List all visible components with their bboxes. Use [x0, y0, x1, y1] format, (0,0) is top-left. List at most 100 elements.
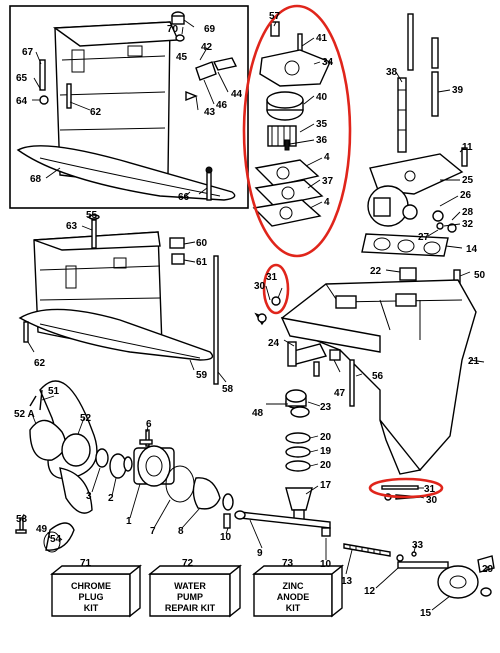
- callout-41: 41: [316, 33, 328, 44]
- highlight-water-pump: [242, 4, 352, 258]
- callout-11: 11: [462, 142, 473, 153]
- callout-45: 45: [176, 52, 188, 63]
- kit-water-line2: PUMP: [177, 592, 203, 602]
- callout-53: 53: [16, 514, 28, 525]
- propeller: [29, 380, 98, 514]
- callout-62-inset: 62: [90, 107, 102, 118]
- callout-17: 17: [320, 480, 332, 491]
- callout-10-right: 10: [320, 559, 332, 570]
- callout-12: 12: [364, 586, 376, 597]
- callout-39: 39: [452, 85, 464, 96]
- propshaft-parts: [234, 510, 495, 599]
- callout-51: 51: [48, 386, 60, 397]
- kit-water-pump: WATER PUMP REPAIR KIT: [148, 564, 242, 618]
- callout-36: 36: [316, 135, 328, 146]
- leader-lines: [21, 19, 489, 611]
- callout-labels: 70 69 42 45 44 46 43 67 65 64 62 68 66 5…: [14, 11, 494, 619]
- highlight-screw-top: [254, 296, 281, 326]
- callout-35: 35: [316, 119, 328, 130]
- callout-67: 67: [22, 47, 34, 58]
- callout-6: 6: [146, 419, 152, 430]
- callout-22: 22: [370, 266, 382, 277]
- highlight-screw-31-bottom: [368, 477, 444, 499]
- kit-zinc-line3: KIT: [286, 603, 301, 613]
- callout-19: 19: [320, 446, 332, 457]
- prop-hardware: [15, 429, 234, 553]
- callout-43: 43: [204, 107, 216, 118]
- kit-chrome-line2: PLUG: [78, 592, 103, 602]
- callout-26: 26: [460, 190, 472, 201]
- callout-57: 57: [269, 11, 281, 22]
- shift-parts: [285, 341, 355, 521]
- callout-71: 71: [80, 558, 92, 569]
- kit-chrome: CHROME PLUG KIT: [50, 564, 142, 618]
- callout-2: 2: [108, 493, 114, 504]
- gearcase-middle: [18, 214, 219, 385]
- callout-44: 44: [231, 89, 243, 100]
- callout-49: 49: [36, 524, 48, 535]
- callout-15: 15: [420, 608, 432, 619]
- callout-32: 32: [462, 219, 474, 230]
- callout-72: 72: [182, 558, 194, 569]
- callout-4-top: 4: [324, 152, 330, 163]
- callout-68: 68: [30, 174, 42, 185]
- callout-3: 3: [86, 491, 92, 502]
- callout-54: 54: [50, 534, 62, 545]
- kit-chrome-line3: KIT: [84, 603, 99, 613]
- inset-small-parts: [39, 11, 238, 201]
- callout-33: 33: [412, 540, 424, 551]
- callout-31-top: 31: [266, 272, 278, 283]
- callout-66: 66: [178, 192, 190, 203]
- callout-60: 60: [196, 238, 208, 249]
- callout-20-top: 20: [320, 432, 332, 443]
- callout-62-middle: 62: [34, 358, 46, 369]
- callout-38: 38: [386, 67, 398, 78]
- callout-13: 13: [341, 576, 353, 587]
- callout-64: 64: [16, 96, 28, 107]
- callout-70: 70: [167, 24, 179, 35]
- callout-58: 58: [222, 384, 234, 395]
- callout-27: 27: [418, 232, 430, 243]
- callout-65: 65: [16, 73, 28, 84]
- callout-46: 46: [216, 100, 228, 111]
- callout-9: 9: [257, 548, 263, 559]
- callout-23: 23: [320, 402, 332, 413]
- upper-gearcase-inset: [16, 21, 236, 201]
- callout-52a: 52 A: [14, 409, 35, 420]
- callout-25: 25: [462, 175, 474, 186]
- callout-10-left: 10: [220, 532, 232, 543]
- callout-61: 61: [196, 257, 208, 268]
- callout-37: 37: [322, 176, 334, 187]
- callout-31-bottom: 31: [424, 484, 436, 495]
- water-pump-group: [252, 21, 331, 227]
- callout-30-bottom: 30: [426, 495, 438, 506]
- callout-52: 52: [80, 413, 92, 424]
- callout-40: 40: [316, 92, 328, 103]
- callout-28: 28: [462, 207, 474, 218]
- callout-69: 69: [204, 24, 216, 35]
- callout-21: 21: [468, 356, 480, 367]
- highlight-screw-31-top: [262, 263, 290, 315]
- callout-59: 59: [196, 370, 208, 381]
- callout-7: 7: [150, 526, 156, 537]
- kit-water-line3: REPAIR KIT: [165, 603, 216, 613]
- kit-chrome-line1: CHROME: [71, 581, 111, 591]
- lower-gearcase: [280, 279, 477, 475]
- callout-42: 42: [201, 42, 213, 53]
- callout-55: 55: [86, 210, 98, 221]
- callout-34: 34: [322, 57, 334, 68]
- callout-48: 48: [252, 408, 264, 419]
- callout-29: 29: [482, 564, 494, 575]
- callout-47: 47: [334, 388, 346, 399]
- kit-zinc-line2: ANODE: [277, 592, 310, 602]
- driveshaft-parts: [361, 13, 468, 311]
- callout-4-bottom: 4: [324, 197, 330, 208]
- callout-24: 24: [268, 338, 280, 349]
- callout-14: 14: [466, 244, 478, 255]
- callout-73: 73: [282, 558, 294, 569]
- callout-8: 8: [178, 526, 184, 537]
- callout-30-top: 30: [254, 281, 266, 292]
- callout-1: 1: [126, 516, 132, 527]
- callout-56: 56: [372, 371, 384, 382]
